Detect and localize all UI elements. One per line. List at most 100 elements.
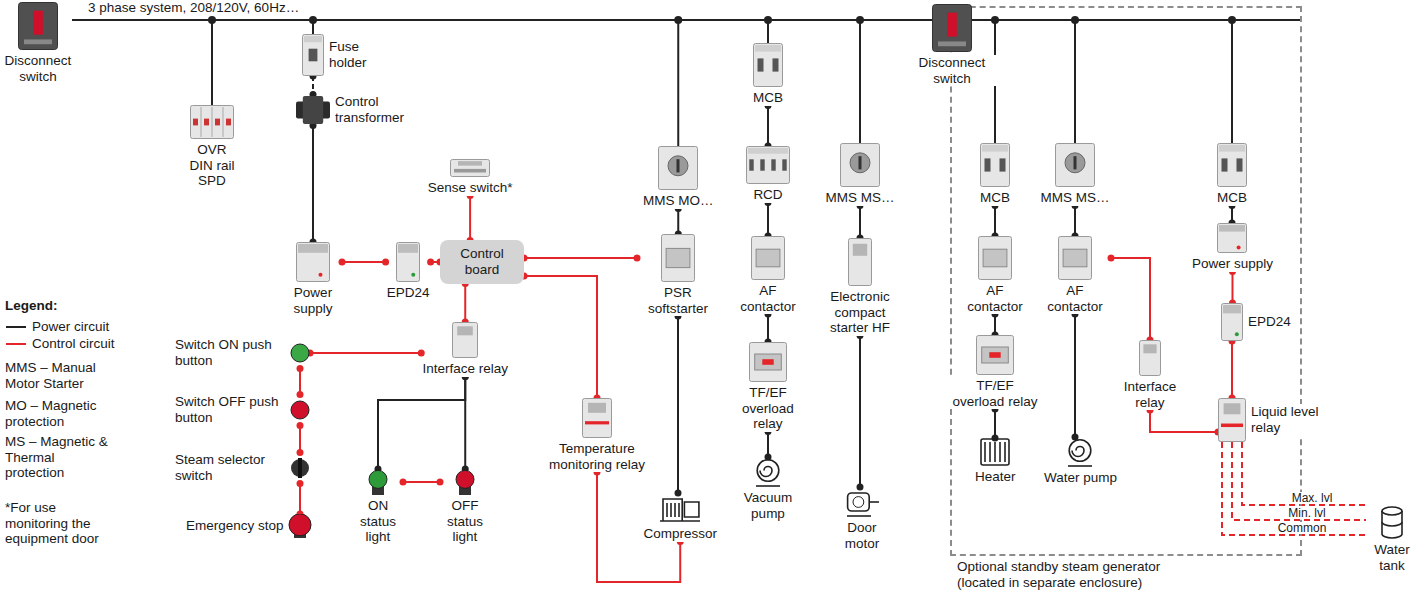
component-label: Water pump xyxy=(1043,470,1118,486)
component-node: TF/EF overload relay xyxy=(737,342,799,432)
disc-icon xyxy=(18,2,58,50)
tf-icon xyxy=(976,335,1014,375)
component-node: Disconnect switch xyxy=(906,4,998,86)
bus-drop xyxy=(1074,20,1076,143)
mcb-icon xyxy=(753,43,783,87)
level-line-label: Max. lvl xyxy=(1290,492,1335,504)
legend-row: Power circuit xyxy=(5,318,115,335)
wire-terminal-dot xyxy=(382,259,389,266)
component-node: OVR DIN rail SPD xyxy=(183,105,241,189)
wire-terminal-dot xyxy=(992,435,999,442)
legend-text: Control circuit xyxy=(32,336,115,352)
component-label: Steam selector switch xyxy=(174,452,286,483)
component-label: MCB xyxy=(1216,190,1248,206)
af-icon xyxy=(978,236,1012,280)
component-label: EPD24 xyxy=(1247,314,1292,330)
enclosure-box: Optional standby steam generator (locate… xyxy=(950,6,1302,556)
llr-icon xyxy=(1218,398,1246,442)
control-wire xyxy=(1231,272,1233,303)
tmr-icon xyxy=(582,398,612,438)
component-label: AF contactor xyxy=(959,283,1031,314)
power-wire xyxy=(464,377,466,469)
component-node: TF/EF overload relay xyxy=(948,335,1042,409)
legend-line-sample xyxy=(5,322,27,332)
component-node: Power supply xyxy=(284,242,342,316)
component-node: Heater xyxy=(974,438,1017,485)
sel-icon xyxy=(290,456,310,480)
component-node: Water tank xyxy=(1366,505,1418,573)
abbreviation-note: MO – Magnetic protection xyxy=(5,398,117,429)
component-node: ON status light xyxy=(353,469,403,545)
power-wire xyxy=(767,106,769,146)
btnR-icon xyxy=(290,400,310,420)
component-label: PSR softstarter xyxy=(637,285,719,316)
component-label: Electronic compact starter HF xyxy=(819,289,901,336)
power-bus xyxy=(72,19,1300,21)
wire-terminal-dot xyxy=(857,484,864,491)
control-wire xyxy=(1150,410,1218,432)
control-wire xyxy=(524,257,637,259)
control-wire xyxy=(464,284,466,322)
component-label: MMS MS… xyxy=(825,190,896,206)
component-label: Interface relay xyxy=(1114,379,1186,410)
wire-terminal-dot xyxy=(437,479,444,486)
fuse-icon xyxy=(302,34,324,76)
component-node: MCB xyxy=(752,43,784,106)
abbreviation-note: MMS – Manual Motor Starter xyxy=(5,360,117,391)
footnote: *For use monitoring the equipment door xyxy=(5,500,109,547)
component-node: EPD24 xyxy=(1221,303,1292,341)
control-wire xyxy=(342,261,386,263)
xfmr-icon xyxy=(296,96,330,124)
tf-icon xyxy=(749,342,787,382)
component-node: MCB xyxy=(1216,143,1248,206)
component-label: Door motor xyxy=(836,520,888,551)
component-node: Electronic compact starter HF xyxy=(819,238,901,336)
component-node: Fuse holder xyxy=(302,34,380,76)
component-label: Interface relay xyxy=(421,361,509,377)
legend-row: Control circuit xyxy=(5,335,115,352)
bus-layer xyxy=(72,16,1300,146)
component-label: TF/EF overload relay xyxy=(948,378,1042,409)
epd-icon xyxy=(396,242,420,282)
legend-line-sample xyxy=(5,339,27,349)
wire-terminal-dot xyxy=(418,350,425,357)
af-icon xyxy=(1058,236,1092,280)
abbreviation-note: MS – Magnetic & Thermal protection xyxy=(5,434,117,481)
component-node: PSR softstarter xyxy=(637,234,719,316)
power-wire xyxy=(378,377,465,469)
component-node: MMS MO… xyxy=(642,146,715,209)
estop-icon xyxy=(288,514,312,538)
power-wire xyxy=(994,206,996,236)
component-node: EPD24 xyxy=(386,242,431,301)
component-node: Vacuum pump xyxy=(737,457,799,521)
component-label: MCB xyxy=(979,190,1011,206)
relay-icon xyxy=(1139,340,1161,376)
wire-terminal-dot xyxy=(1108,255,1115,262)
bus-junction xyxy=(856,16,864,24)
enclosure-caption: Optional standby steam generator (locate… xyxy=(956,559,1190,590)
component-node: Switch OFF push button xyxy=(174,394,310,425)
component-label: AF contactor xyxy=(1039,283,1111,314)
component-label: Emergency stop xyxy=(185,518,285,534)
power-wire xyxy=(767,314,769,342)
mcb-icon xyxy=(980,143,1010,187)
wire-terminal-dot xyxy=(297,480,304,487)
btnG-icon xyxy=(290,343,310,363)
pump-icon xyxy=(1065,437,1095,467)
legend-box: Power circuitControl circuit xyxy=(5,318,115,352)
component-node: Emergency stop xyxy=(184,514,312,538)
control-wire xyxy=(1232,442,1366,520)
component-label: EPD24 xyxy=(386,285,431,301)
comp-icon xyxy=(658,493,702,523)
component-label: Liquid level relay xyxy=(1250,404,1322,435)
component-node: RCD xyxy=(746,146,790,203)
bus-drop xyxy=(1231,20,1233,143)
wire-terminal-dot xyxy=(339,259,346,266)
component-node: Interface relay xyxy=(1114,340,1186,410)
component-label: Switch OFF push button xyxy=(174,394,286,425)
component-label: Compressor xyxy=(642,526,718,542)
component-node: Temperature monitoring relay xyxy=(541,398,653,472)
power-wire xyxy=(767,203,769,236)
component-node: AF contactor xyxy=(1039,236,1111,314)
component-node: MMS MS… xyxy=(825,143,896,206)
